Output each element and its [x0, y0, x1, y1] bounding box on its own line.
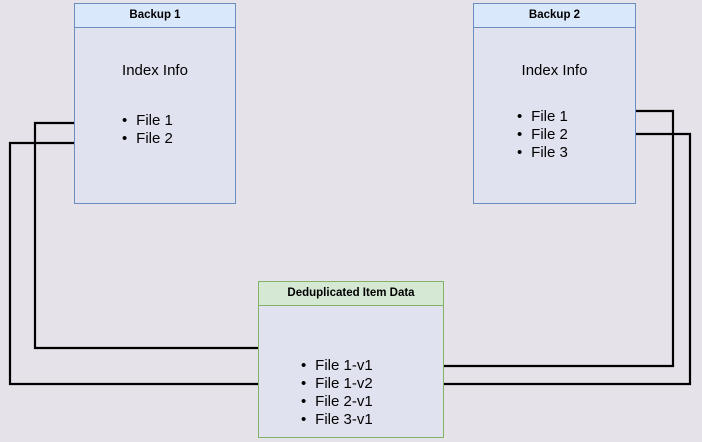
list-item: • File 1-v1 [301, 357, 373, 375]
list-item: • File 1-v2 [301, 375, 373, 393]
node-backup-2[interactable]: Backup 2 Index Info • File 1 • File 2 • … [473, 3, 636, 204]
list-item: • File 2 [517, 126, 568, 144]
bullet-icon: • [301, 411, 307, 428]
list-item-label: File 1 [531, 108, 568, 125]
node-deduplicated-item-data-file-list: • File 1-v1 • File 1-v2 • File 2-v1 • Fi… [301, 357, 373, 429]
node-backup-2-body: Index Info • File 1 • File 2 • File 3 [474, 28, 635, 203]
bullet-icon: • [122, 130, 128, 147]
node-backup-1[interactable]: Backup 1 Index Info • File 1 • File 2 [74, 3, 236, 204]
bullet-icon: • [301, 357, 307, 374]
node-deduplicated-item-data[interactable]: Deduplicated Item Data • File 1-v1 • Fil… [258, 281, 444, 438]
node-backup-1-header: Backup 1 [75, 4, 235, 28]
connector-b1-file2-to-file2v1 [8, 141, 298, 388]
node-backup-2-header: Backup 2 [474, 4, 635, 28]
node-backup-1-file-list: • File 1 • File 2 [122, 112, 173, 148]
list-item: • File 3-v1 [301, 411, 373, 429]
list-item-label: File 2 [531, 126, 568, 143]
list-item-label: File 1-v1 [315, 357, 373, 374]
node-backup-1-index-label: Index Info [122, 62, 188, 79]
list-item: • File 1 [517, 108, 568, 126]
bullet-icon: • [517, 126, 523, 143]
list-item-label: File 3-v1 [315, 411, 373, 428]
bullet-icon: • [517, 144, 523, 161]
connector-b2-file1-to-file1v2 [401, 109, 675, 370]
node-backup-2-file-list: • File 1 • File 2 • File 3 [517, 108, 568, 162]
list-item: • File 2 [122, 130, 173, 148]
bullet-icon: • [301, 393, 307, 410]
list-item-label: File 1-v2 [315, 375, 373, 392]
list-item: • File 3 [517, 144, 568, 162]
node-backup-2-index-label: Index Info [521, 62, 588, 79]
list-item: • File 1 [122, 112, 173, 130]
list-item: • File 2-v1 [301, 393, 373, 411]
list-item-label: File 2-v1 [315, 393, 373, 410]
list-item-label: File 2 [136, 130, 173, 147]
list-item-label: File 1 [136, 112, 173, 129]
node-deduplicated-item-data-header: Deduplicated Item Data [259, 282, 443, 306]
node-backup-1-body: Index Info • File 1 • File 2 [75, 28, 235, 203]
node-deduplicated-item-data-body: • File 1-v1 • File 1-v2 • File 2-v1 • Fi… [259, 306, 443, 437]
list-item-label: File 3 [531, 144, 568, 161]
bullet-icon: • [301, 375, 307, 392]
bullet-icon: • [122, 112, 128, 129]
bullet-icon: • [517, 108, 523, 125]
connector-b2-file2-to-file2v1 [401, 132, 692, 388]
